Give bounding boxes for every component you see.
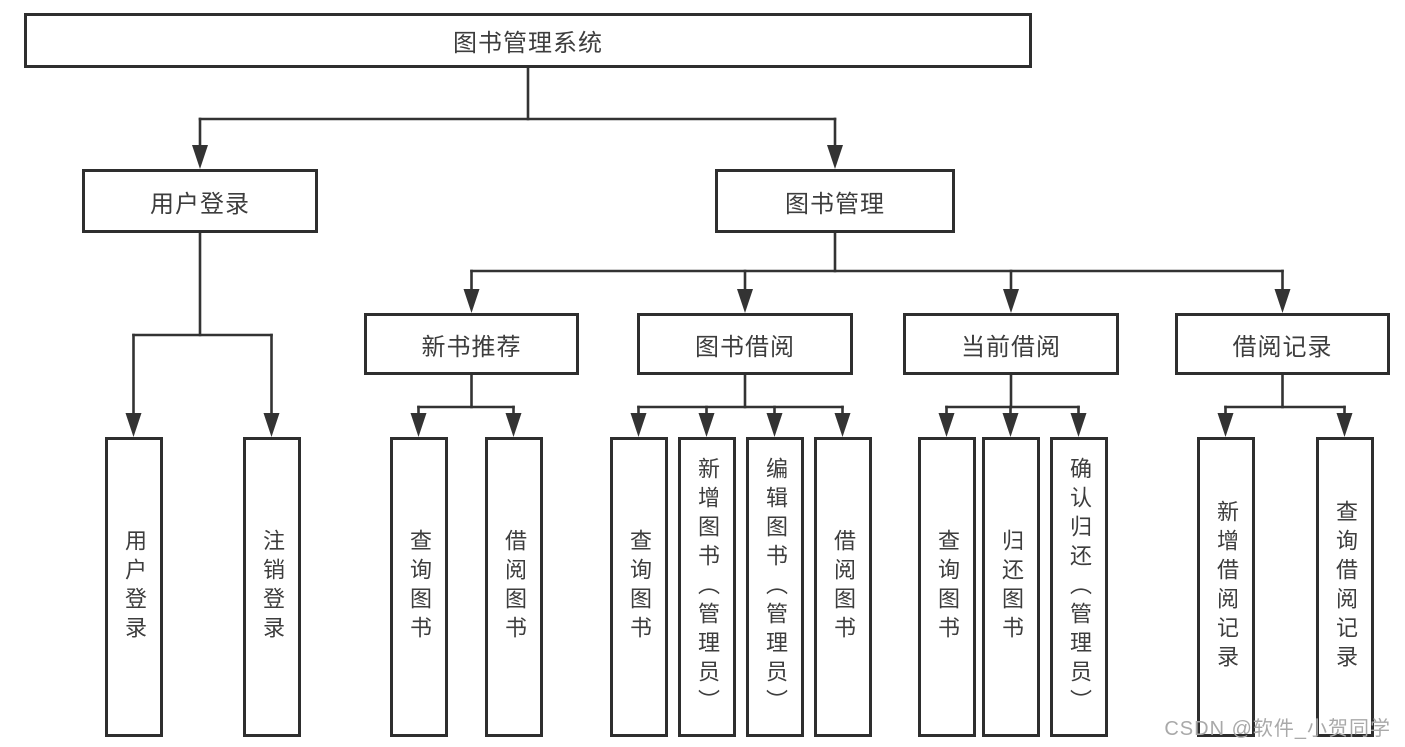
node-label: 借阅图书 [502, 529, 527, 645]
leaf-user-login: 用户登录 [105, 437, 163, 737]
node-label: 编辑图书（管理员） [763, 456, 788, 718]
leaf-return-book: 归还图书 [982, 437, 1040, 737]
node-label: 当前借阅 [961, 333, 1061, 361]
node-user-login: 用户登录 [82, 169, 318, 233]
node-label: 查询图书 [407, 529, 432, 645]
leaf-add-book-admin: 新增图书（管理员） [678, 437, 736, 737]
leaf-query-books: 查询图书 [390, 437, 448, 737]
node-label: 新书推荐 [421, 333, 522, 361]
node-label: 借阅图书 [831, 529, 856, 645]
node-label: 查询图书 [935, 529, 960, 645]
leaf-edit-book-admin: 编辑图书（管理员） [746, 437, 804, 737]
leaf-logout: 注销登录 [243, 437, 301, 737]
node-label: 归还图书 [999, 529, 1024, 645]
node-label: 新增图书（管理员） [695, 456, 720, 718]
node-label: 确认归还（管理员） [1067, 456, 1092, 718]
node-label: 图书管理 [785, 190, 885, 218]
node-label: 查询图书 [627, 529, 652, 645]
node-label: 新增借阅记录 [1214, 500, 1239, 674]
leaf-borrow-books: 借阅图书 [814, 437, 872, 737]
node-book-management: 图书管理 [715, 169, 955, 233]
leaf-borrow-books: 借阅图书 [485, 437, 543, 737]
node-label: 借阅记录 [1232, 333, 1333, 361]
leaf-confirm-return-admin: 确认归还（管理员） [1050, 437, 1108, 737]
leaf-query-books: 查询图书 [610, 437, 668, 737]
leaf-add-borrow-record: 新增借阅记录 [1197, 437, 1255, 737]
node-library-management-system: 图书管理系统 [24, 13, 1032, 68]
node-new-book-recommendation: 新书推荐 [364, 313, 579, 375]
leaf-query-books: 查询图书 [918, 437, 976, 737]
node-label: 用户登录 [122, 529, 147, 645]
leaf-query-borrow-record: 查询借阅记录 [1316, 437, 1374, 737]
node-book-borrowing: 图书借阅 [637, 313, 853, 375]
csdn-watermark: CSDN @软件_小贺同学 [1164, 718, 1391, 740]
node-label: 注销登录 [260, 529, 285, 645]
node-borrowing-records: 借阅记录 [1175, 313, 1390, 375]
node-label: 用户登录 [150, 190, 250, 218]
node-label: 图书借阅 [695, 333, 795, 361]
node-label: 查询借阅记录 [1333, 500, 1358, 674]
node-current-borrowing: 当前借阅 [903, 313, 1119, 375]
node-label: 图书管理系统 [453, 30, 603, 57]
